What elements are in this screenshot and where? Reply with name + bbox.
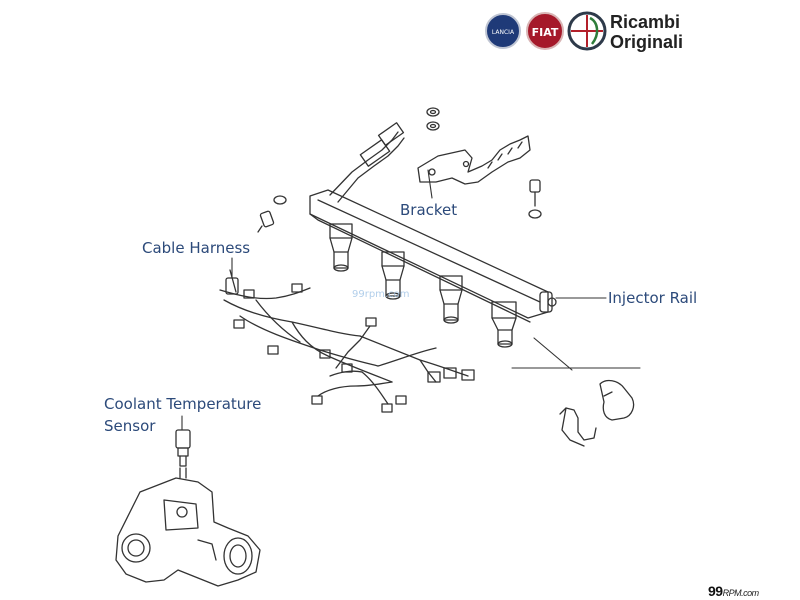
injector-3: [439, 275, 463, 324]
coolant-sensor: [175, 429, 191, 467]
fiat-badge-text: FIAT: [532, 26, 559, 39]
fuel-pipe: [329, 122, 405, 203]
injector-1: [329, 223, 353, 272]
injector-4: [491, 301, 517, 348]
bolt-icon: [528, 179, 542, 219]
brand-line-2: Originali: [610, 32, 684, 52]
lancia-badge: LANCIA: [485, 13, 521, 49]
footer-logo-sub: RPM.com: [722, 588, 760, 598]
label-coolant-line-2: Sensor: [104, 417, 156, 435]
leader-lines: [181, 169, 641, 431]
injector-2: [381, 251, 405, 300]
lancia-badge-text: LANCIA: [492, 29, 515, 36]
brand-badges: LANCIA FIAT: [485, 11, 607, 51]
nut-icon: [426, 107, 440, 131]
bolt-icon: [257, 195, 287, 233]
clip-part: [559, 379, 635, 447]
brand-line-1: Ricambi: [610, 12, 681, 32]
alfa-romeo-badge: [567, 11, 607, 51]
bracket-part: [417, 135, 531, 185]
cable-harness: [219, 269, 475, 413]
fiat-badge: FIAT: [526, 12, 564, 50]
injector-rail: [309, 189, 557, 323]
brand-text: Ricambi Originali: [610, 12, 683, 52]
coolant-housing: [115, 467, 261, 587]
label-coolant-line-1: Coolant Temperature: [104, 395, 262, 413]
footer-logo-main: 99: [708, 583, 723, 599]
label-injector-rail: Injector Rail: [608, 289, 698, 307]
label-cable-harness: Cable Harness: [142, 239, 251, 257]
watermark: 99rpm.com: [352, 289, 410, 300]
footer-logo: 99RPM.com: [708, 583, 759, 599]
label-bracket: Bracket: [400, 201, 458, 219]
